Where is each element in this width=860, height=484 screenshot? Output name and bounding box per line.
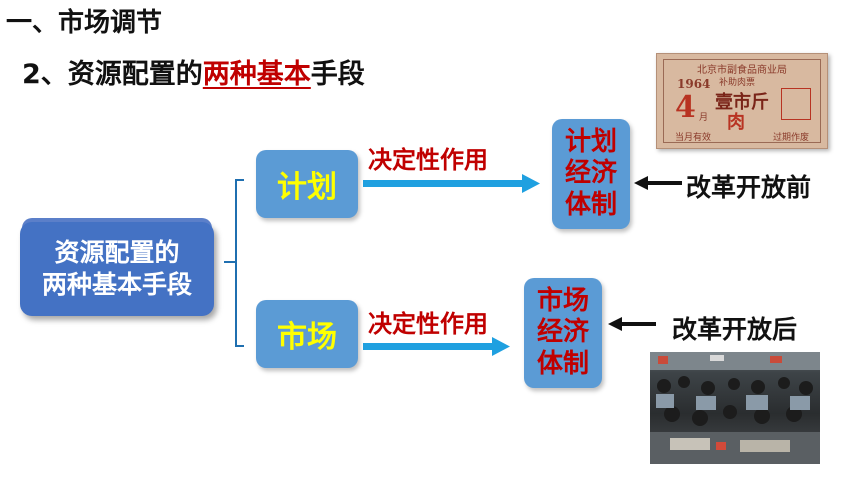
ticket-issuer: 北京市副食品商业局 xyxy=(697,65,787,76)
relation-label-plan: 决定性作用 xyxy=(368,146,488,174)
bracket-line xyxy=(224,179,244,347)
arrow-market-to-economy xyxy=(363,337,510,356)
root-line-1: 资源配置的 xyxy=(54,238,180,267)
crowd-scene-icon xyxy=(650,352,820,464)
branch-plan: 计划 xyxy=(256,150,358,218)
economy-plan: 计划 经济 体制 xyxy=(552,119,630,229)
economy-plan-line-1: 计划 xyxy=(564,127,617,158)
ticket-digit: 4 xyxy=(675,90,696,125)
ticket-amount: 壹市斤 xyxy=(715,92,769,113)
branch-plan-label: 计划 xyxy=(277,170,337,205)
economy-plan-line-3: 体制 xyxy=(564,189,617,220)
section-heading: 一、市场调节 xyxy=(6,8,163,38)
ticket-validity-left: 当月有效 xyxy=(675,133,712,143)
relation-label-market: 决定性作用 xyxy=(368,310,488,338)
ticket-border xyxy=(663,59,821,143)
note-after-reform: 改革开放后 xyxy=(672,315,798,344)
ticket-stamp: 肉 xyxy=(727,112,745,133)
root-line-2: 两种基本手段 xyxy=(41,270,192,299)
ticket-validity-right: 过期作废 xyxy=(773,133,810,143)
arrow-note-after xyxy=(608,317,656,331)
economy-market: 市场 经济 体制 xyxy=(524,278,602,388)
arrow-note-before xyxy=(634,176,682,190)
note-before-reform: 改革开放前 xyxy=(686,173,812,202)
branch-market-label: 市场 xyxy=(277,320,337,355)
subtitle-highlight: 两种基本 xyxy=(202,59,311,90)
ticket-type: 补助肉票 xyxy=(719,78,756,88)
market-crowd-photo xyxy=(650,352,820,464)
root-node: 资源配置的 两种基本手段 xyxy=(20,222,214,316)
subtitle-heading: 2、资源配置的两种基本手段 xyxy=(22,52,365,91)
economy-market-line-2: 经济 xyxy=(536,317,589,348)
economy-market-line-1: 市场 xyxy=(536,286,589,317)
meat-ration-ticket-image: 北京市副食品商业局 补助肉票 1964 4 月 壹市斤 肉 当月有效 过期作废 xyxy=(656,53,828,149)
ticket-month: 月 xyxy=(699,113,709,123)
ticket-seal-icon xyxy=(781,88,811,120)
economy-market-line-3: 体制 xyxy=(536,348,589,379)
subtitle-suffix: 手段 xyxy=(310,59,365,90)
arrow-plan-to-economy xyxy=(363,174,540,193)
ticket-year: 1964 xyxy=(677,77,711,91)
economy-plan-line-2: 经济 xyxy=(564,158,617,189)
branch-market: 市场 xyxy=(256,300,358,368)
subtitle-prefix: 2、资源配置的 xyxy=(22,59,203,90)
